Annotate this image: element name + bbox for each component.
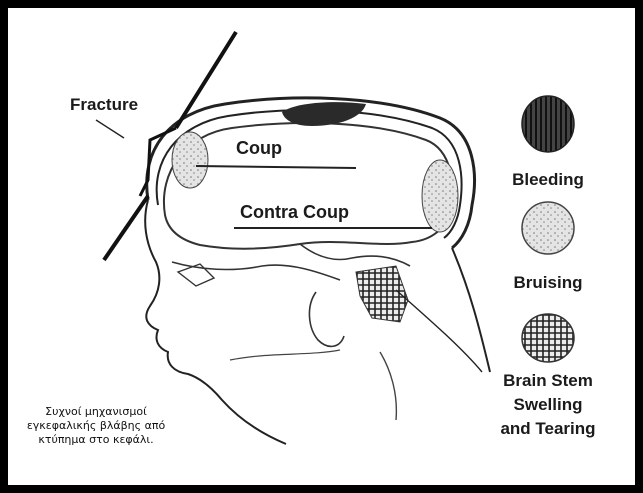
legend-bruising-swatch [522, 202, 574, 254]
caption-line-3: κτύπημα στο κεφάλι. [38, 433, 153, 446]
caption-line-1: Συχνοί μηχανισμοί [45, 405, 147, 418]
legend-bruising-label: Bruising [514, 273, 583, 292]
legend-brainstem-label-1: Brain Stem [503, 371, 593, 390]
legend-brainstem-swatch [522, 314, 574, 362]
legend-brainstem-label-2: Swelling [514, 395, 583, 414]
coup-label: Coup [236, 138, 282, 158]
caption-line-2: εγκεφαλικής βλάβης από [27, 419, 166, 432]
legend-bleeding-label: Bleeding [512, 170, 584, 189]
contra-coup-label: Contra Coup [240, 202, 349, 222]
contra-coup-bruise [422, 160, 458, 232]
legend-bleeding-swatch [522, 96, 574, 152]
coup-bruise [172, 132, 208, 188]
fracture-label: Fracture [70, 95, 138, 114]
legend-brainstem-label-3: and Tearing [500, 419, 595, 438]
